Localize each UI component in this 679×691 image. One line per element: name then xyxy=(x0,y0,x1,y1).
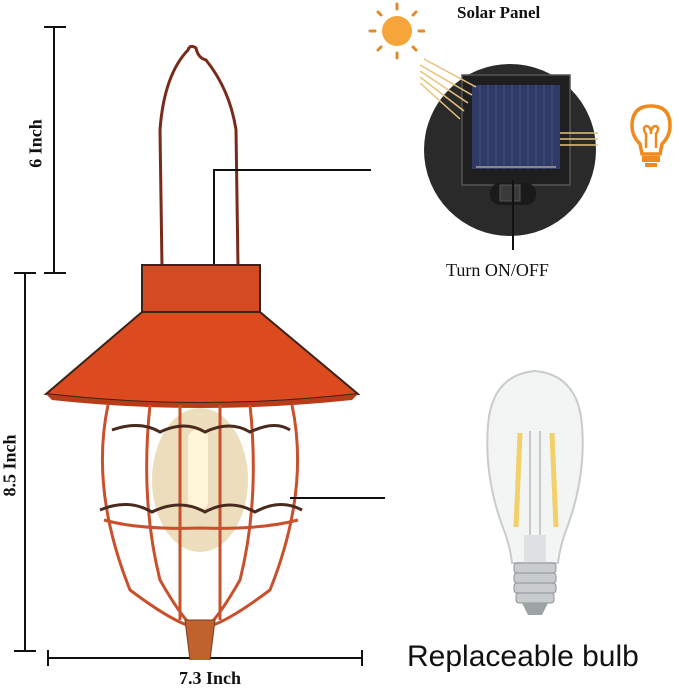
lantern-image xyxy=(43,44,361,660)
dimension-line xyxy=(53,26,55,274)
dimension-cap-top xyxy=(14,272,36,274)
dimension-cap-bottom xyxy=(14,650,36,652)
callout-line-solar xyxy=(213,169,371,171)
solar-panel-label: Solar Panel xyxy=(457,3,541,22)
callout-line-bulb xyxy=(290,497,385,499)
callout-line-solar-vertical xyxy=(213,169,215,264)
replaceable-bulb-image xyxy=(486,369,584,615)
dimension-cap-bottom xyxy=(44,272,66,274)
sun-icon xyxy=(368,2,425,60)
dimension-handle-height xyxy=(40,26,70,276)
dimension-cap-left xyxy=(47,650,49,666)
dimension-body-height xyxy=(14,272,44,652)
solar-panel-image xyxy=(420,58,598,236)
switch-callout-line xyxy=(512,180,514,250)
dimension-cap-top xyxy=(44,26,66,28)
replaceable-bulb-label: Replaceable bulb xyxy=(407,640,639,673)
dimension-cap-right xyxy=(361,650,363,666)
light-bulb-icon xyxy=(630,104,672,167)
dimension-line xyxy=(24,272,26,652)
switch-label: Turn ON/OFF xyxy=(446,260,549,280)
dimension-label-body: 8.5 Inch xyxy=(0,434,20,497)
dimension-label-width: 7.3 Inch xyxy=(178,668,241,688)
